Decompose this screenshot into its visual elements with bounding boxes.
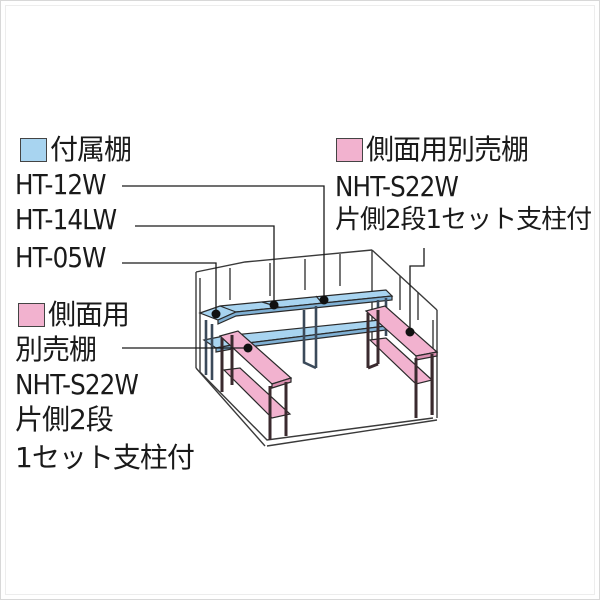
side-shelf-left-legs [220, 335, 288, 440]
dot-side-left [243, 343, 253, 353]
legend-included-title: 付属棚 [50, 133, 132, 166]
model-ht-12w: HT-12W [15, 168, 107, 201]
blue-swatch-icon [20, 138, 47, 162]
side-shelf-left [218, 330, 293, 419]
legend-included: 付属棚 [20, 133, 132, 166]
model-ht-14lw: HT-14LW [15, 203, 117, 236]
side-shelf-right-legs [366, 310, 434, 418]
legend-side-left-title2: 別売棚 [15, 333, 97, 366]
image-frame-inner [5, 5, 595, 595]
note-left-line1: 片側2段 [15, 403, 114, 436]
included-shelf-upper [198, 289, 394, 325]
leader-lines [122, 185, 425, 349]
model-nht-s22w-right: NHT-S22W [335, 170, 459, 203]
legend-side-right-title: 側面用別売棚 [366, 133, 529, 166]
pink-swatch-icon [336, 138, 363, 162]
note-left-line2: 1セット支柱付 [15, 441, 195, 474]
leader-dots [211, 295, 415, 353]
model-nht-s22w-left: NHT-S22W [15, 368, 139, 401]
model-ht-05w: HT-05W [15, 241, 107, 274]
dot-side-right [405, 327, 415, 337]
legend-side-left-title1: 側面用 [48, 298, 130, 331]
dot-ht-12w [319, 295, 329, 305]
dot-ht-05w [211, 309, 221, 319]
legend-side-right: 側面用別売棚 [336, 133, 529, 166]
dot-ht-14lw [269, 300, 279, 310]
note-right: 片側2段1セット支柱付 [335, 205, 592, 235]
legend-side-left: 側面用 [18, 298, 130, 331]
pink-swatch-icon [18, 303, 45, 327]
